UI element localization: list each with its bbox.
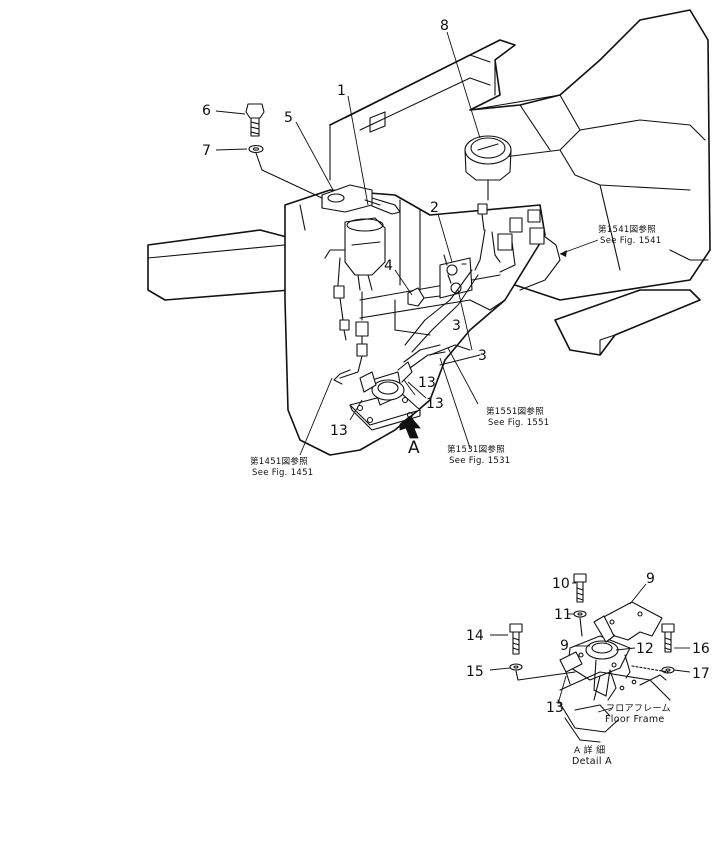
ref-fig-1541: 第1541図参照 See Fig. 1541 bbox=[598, 224, 662, 246]
ref-1531-jp: 第1531図参照 bbox=[447, 444, 505, 455]
detail-a: 9 9 10 11 12 13 14 15 16 17 フロアフレーム Floo… bbox=[466, 571, 710, 767]
ref-1551-en: See Fig. 1551 bbox=[488, 418, 550, 428]
key-switch bbox=[321, 184, 401, 215]
view-arrow-a bbox=[399, 415, 421, 439]
leader-15 bbox=[515, 670, 576, 681]
floor-frame-en: Floor Frame bbox=[605, 714, 665, 725]
wiring-left bbox=[333, 257, 369, 385]
callout-6: 6 bbox=[202, 103, 211, 119]
callout-10: 10 bbox=[552, 576, 570, 592]
callout-7: 7 bbox=[202, 143, 211, 159]
washer-15 bbox=[509, 663, 523, 671]
callout-13: 13 bbox=[426, 396, 444, 412]
callout-4: 4 bbox=[384, 258, 393, 274]
hour-meter bbox=[464, 135, 512, 231]
floor-frame bbox=[557, 665, 671, 743]
detail-a-en: Detail A bbox=[572, 756, 612, 767]
leader-lines bbox=[215, 31, 599, 456]
clip-13 bbox=[559, 651, 583, 685]
ref-1451-jp: 第1451図参照 bbox=[250, 456, 308, 467]
callout-13: 13 bbox=[330, 423, 348, 439]
ref-1541-en: See Fig. 1541 bbox=[600, 236, 662, 246]
leader-7-5 bbox=[255, 152, 323, 199]
view-label-a: A bbox=[408, 438, 420, 458]
pilot-lamp bbox=[407, 287, 441, 307]
main-assembly: 1 2 3 3 4 5 6 7 8 13 13 13 A 第1541図参照 Se… bbox=[147, 9, 711, 478]
callout-3: 3 bbox=[478, 348, 487, 364]
callout-8: 8 bbox=[440, 18, 449, 34]
leader-11 bbox=[579, 617, 583, 637]
detail-leaders bbox=[489, 582, 691, 705]
ref-fig-1451: 第1451図参照 See Fig. 1451 bbox=[250, 456, 314, 478]
callout-13: 13 bbox=[418, 375, 436, 391]
bolt-10 bbox=[573, 573, 587, 603]
callout-3: 3 bbox=[452, 318, 461, 334]
detail-a-jp: A 詳 細 bbox=[574, 744, 605, 756]
callout-17: 17 bbox=[692, 666, 710, 682]
callout-13: 13 bbox=[546, 700, 564, 716]
ref-1551-jp: 第1551図参照 bbox=[486, 406, 544, 417]
bolt-14 bbox=[509, 623, 523, 655]
ref-1451-en: See Fig. 1451 bbox=[252, 468, 314, 478]
callout-11: 11 bbox=[554, 607, 572, 623]
floor-frame-label: フロアフレーム Floor Frame bbox=[597, 703, 671, 725]
callout-15: 15 bbox=[466, 664, 484, 680]
callout-14: 14 bbox=[466, 628, 484, 644]
callout-16: 16 bbox=[692, 641, 710, 657]
ref-fig-1531: 第1531図参照 See Fig. 1531 bbox=[447, 444, 511, 466]
bolt-16 bbox=[661, 623, 675, 653]
bolt-6 bbox=[245, 103, 265, 137]
starter-switch bbox=[324, 217, 386, 291]
safety-switch-assembly bbox=[349, 344, 446, 431]
ref-1531-en: See Fig. 1531 bbox=[449, 456, 511, 466]
toggle-switches bbox=[439, 254, 473, 299]
ref-fig-1551: 第1551図参照 See Fig. 1551 bbox=[486, 406, 550, 428]
detail-a-caption: A 詳 細 Detail A bbox=[572, 744, 612, 767]
switch-12 bbox=[567, 615, 631, 701]
callout-5: 5 bbox=[284, 110, 293, 126]
callout-1: 1 bbox=[337, 83, 346, 99]
callout-9: 9 bbox=[560, 638, 569, 654]
callout-9: 9 bbox=[646, 571, 655, 587]
ref-1541-jp: 第1541図参照 bbox=[598, 224, 656, 235]
bracket-plate-9 bbox=[597, 601, 663, 641]
callout-12: 12 bbox=[636, 641, 654, 657]
floor-frame-jp: フロアフレーム bbox=[606, 703, 671, 714]
washer-11 bbox=[573, 610, 587, 618]
washer-7 bbox=[248, 144, 264, 154]
callout-2: 2 bbox=[430, 200, 439, 216]
right-step bbox=[554, 289, 701, 356]
wiring-right bbox=[404, 209, 561, 353]
